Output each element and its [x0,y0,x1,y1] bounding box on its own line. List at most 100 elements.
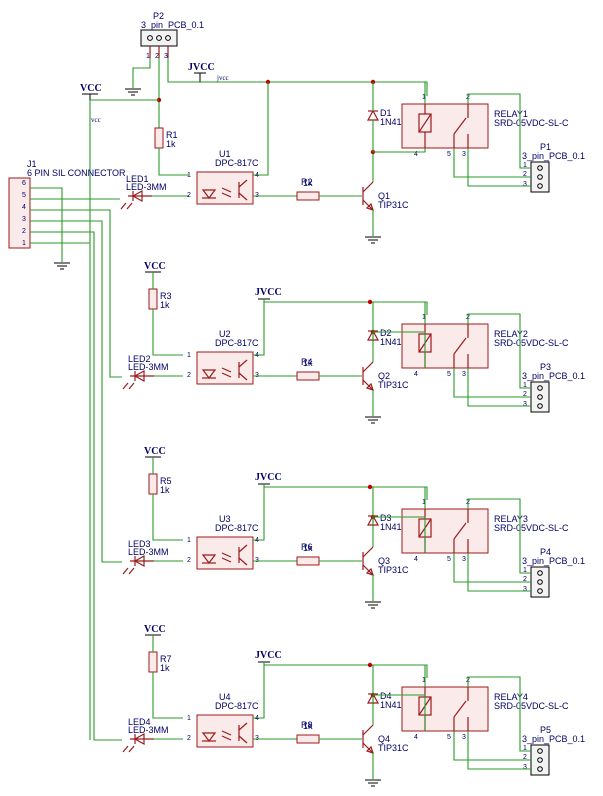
res-in-ref: R3 [160,291,172,301]
transistor [362,724,374,754]
connector-j1: J1 6 PIN SIL CONNECTOR 6 5 4 3 2 1 [8,159,126,249]
led-ref: LED4 [128,717,151,727]
diode-value: 1N4148 [380,117,412,127]
j1-pin-3: 3 [22,216,26,223]
hdr-value: 3_pin_PCB_0.1 [522,371,585,381]
res-in-value: 1k [160,485,170,495]
diode-value: 1N4148 [380,337,412,347]
relay-pin-1: 1 [422,314,426,321]
resistor-base [296,191,320,201]
led-2 [122,369,154,390]
res-b-ref: R8 [301,720,313,730]
relay-pin-5: 5 [447,556,451,563]
j1-pin-4: 4 [22,204,26,211]
opto-pin-2: 2 [187,735,191,742]
opto-value: DPC-817C [215,523,259,533]
relay-ref: RELAY2 [494,329,528,339]
opto-value: DPC-817C [215,701,259,711]
res-b-ref: R6 [301,542,313,552]
diode-value: 1N4148 [380,700,412,710]
ground-symbol [125,88,141,96]
hdr-ref: P3 [540,362,551,372]
res-in-value: 1k [166,139,176,149]
relay [401,686,489,732]
opto-ref: U4 [219,692,231,702]
relay [401,103,489,149]
transistor-value: TIP31C [378,743,409,753]
opto-pin-1: 1 [187,715,191,722]
jvcc-label: JVCC [255,472,282,483]
p2-ref: P2 [153,11,164,21]
hdr-pin-2: 2 [523,391,527,398]
relay-value: SRD-05VDC-SL-C [494,701,569,711]
hdr-pin-3: 3 [523,764,527,771]
p2-pin-hole [156,35,162,41]
hdr-pin-2: 2 [523,754,527,761]
diode-ref: D4 [380,691,392,701]
optocoupler [196,536,254,570]
hdr-value: 3_pin_PCB_0.1 [522,556,585,566]
opto-pin-2: 2 [187,557,191,564]
output-header [530,381,550,413]
hdr-value: 3_pin_PCB_0.1 [522,151,585,161]
jvcc-label: JVCC [188,62,215,73]
hdr-ref: P4 [540,547,551,557]
relay-value: SRD-05VDC-SL-C [494,338,569,348]
hdr-ref: P1 [540,142,551,152]
transistor-ref: Q2 [378,371,390,381]
header-p2: P2 3_pin_PCB_0.1 1 2 3 [140,11,204,60]
transistor-ref: Q3 [378,556,390,566]
j1-pin-6: 6 [22,180,26,187]
relay-pin-1: 1 [422,677,426,684]
relay-pin-5: 5 [447,371,451,378]
res-in-value: 1k [160,663,170,673]
transistor [362,361,374,391]
led-ref: LED1 [126,174,149,184]
hdr-pin-1: 1 [523,162,527,169]
relay-pin-3: 3 [462,371,466,378]
hdr-ref: P5 [540,725,551,735]
res-b-value: 1k [303,178,313,188]
hdr-pin-1: 1 [523,567,527,574]
p2-value: 3_pin_PCB_0.1 [141,20,204,30]
hdr-pin-1: 1 [523,382,527,389]
led-value: LED-3MM [126,182,167,192]
led-value: LED-3MM [128,362,169,372]
diode-ref: D3 [380,513,392,523]
j1-ref: J1 [27,159,37,169]
opto-ref: U1 [219,149,231,159]
output-header [530,161,550,193]
diode-ref: D2 [380,328,392,338]
p2-body [140,29,178,47]
opto-value: DPC-817C [215,338,259,348]
res-b-value: 1k [303,358,313,368]
p2-pin-3: 3 [164,53,168,60]
hdr-pin-3: 3 [523,181,527,188]
relay-pin-5: 5 [447,734,451,741]
vcc-label: VCC [144,446,166,457]
resistor-base [296,734,320,744]
j1-pin-2: 2 [22,228,26,235]
relay-pin-3: 3 [462,151,466,158]
ground-symbol [54,262,70,270]
relay-pin-1: 1 [422,94,426,101]
hdr-pin-3: 3 [523,586,527,593]
relay-pin-1: 1 [422,499,426,506]
diode-value: 1N4148 [380,522,412,532]
hdr-pin-3: 3 [523,401,527,408]
relay-pin-4: 4 [414,556,418,563]
hdr-value: 3_pin_PCB_0.1 [522,734,585,744]
relay-pin-3: 3 [462,734,466,741]
led-1 [120,189,152,210]
p2-pin-1: 1 [146,53,150,60]
hdr-pin-1: 1 [523,745,527,752]
resistor-in [154,127,164,149]
jvcc-label: JVCC [255,287,282,298]
transistor [362,181,374,211]
opto-value: DPC-817C [215,158,259,168]
